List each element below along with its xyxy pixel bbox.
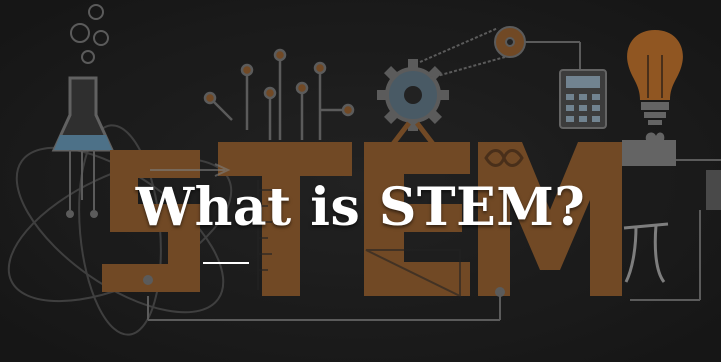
puzzle-piece-icon — [622, 132, 721, 210]
light-bulb-icon — [627, 30, 683, 125]
letter-s — [102, 150, 200, 292]
infinity-symbol-icon — [484, 149, 524, 167]
letter-t — [218, 142, 352, 296]
calculator-icon — [559, 69, 607, 129]
letter-e — [364, 142, 470, 296]
pulley-icon — [419, 26, 581, 79]
headline-title: What is STEM? — [135, 177, 586, 238]
headline-underline — [203, 262, 249, 264]
pi-symbol-icon — [623, 222, 669, 283]
letter-m — [478, 142, 622, 296]
circuit-traces-icon — [203, 48, 355, 140]
stem-letters — [102, 142, 622, 296]
